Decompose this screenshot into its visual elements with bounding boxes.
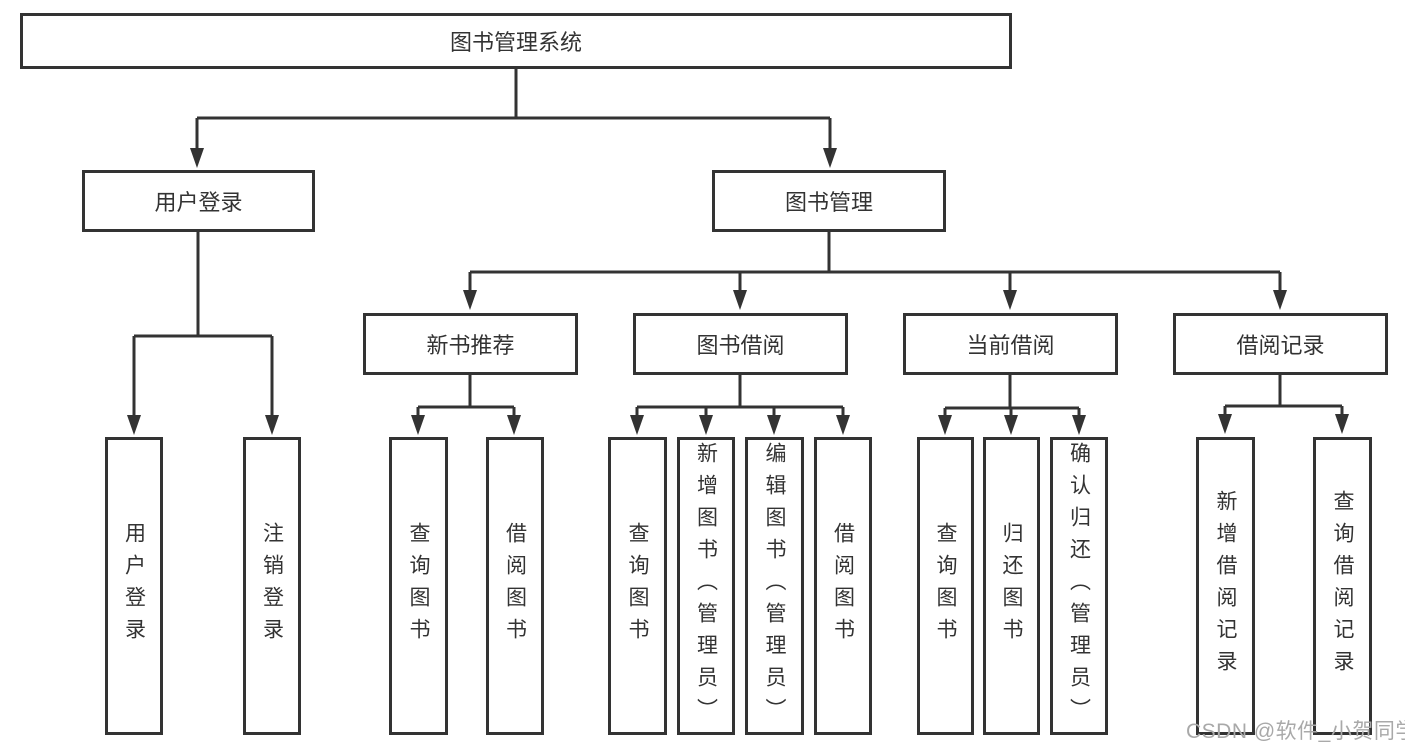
leaf-label: 查询借阅记录 <box>1331 490 1354 682</box>
connector-current-children <box>938 375 1086 435</box>
node-new-books: 新书推荐 <box>363 313 578 375</box>
connector-root-to-branches <box>190 69 837 168</box>
node-user-login: 用户登录 <box>82 170 315 232</box>
leaf-user-login: 用户登录 <box>105 437 163 735</box>
leaf-label: 新增借阅记录 <box>1214 490 1237 682</box>
leaf-query-books-2: 查询图书 <box>608 437 667 735</box>
leaf-label: 借阅图书 <box>831 522 855 650</box>
leaf-query-books-1: 查询图书 <box>389 437 448 735</box>
csdn-watermark: CSDN @软件_小贺同学 <box>1186 720 1405 743</box>
leaf-label: 查询图书 <box>407 522 430 650</box>
leaf-label: 借阅图书 <box>503 522 527 650</box>
leaf-label: 用户登录 <box>122 522 146 650</box>
leaf-return-books: 归还图书 <box>983 437 1040 735</box>
connector-records-children <box>1218 375 1349 434</box>
leaf-label: 注销登录 <box>260 522 284 650</box>
leaf-label: 新增图书（管理员） <box>694 442 718 730</box>
node-book-mgmt: 图书管理 <box>712 170 946 232</box>
leaf-confirm-return-admin: 确认归还（管理员） <box>1050 437 1108 735</box>
leaf-label: 查询图书 <box>934 522 957 650</box>
leaf-label: 确认归还（管理员） <box>1067 442 1091 730</box>
leaf-label: 归还图书 <box>1000 522 1023 650</box>
connector-new-books-children <box>411 375 521 435</box>
node-borrowing-records-label: 借阅记录 <box>1236 333 1325 358</box>
node-new-books-label: 新书推荐 <box>426 333 515 358</box>
node-current-borrowing: 当前借阅 <box>903 313 1118 375</box>
leaf-logout: 注销登录 <box>243 437 301 735</box>
leaf-borrow-books-1: 借阅图书 <box>486 437 544 735</box>
node-book-borrowing-label: 图书借阅 <box>696 333 785 358</box>
leaf-query-borrow-record: 查询借阅记录 <box>1313 437 1372 735</box>
leaf-add-books-admin: 新增图书（管理员） <box>677 437 735 735</box>
leaf-edit-books-admin: 编辑图书（管理员） <box>745 437 804 735</box>
node-borrowing-records: 借阅记录 <box>1173 313 1388 375</box>
leaf-query-books-3: 查询图书 <box>917 437 974 735</box>
leaf-label: 编辑图书（管理员） <box>763 442 786 730</box>
connector-user-login-children <box>127 232 279 435</box>
leaf-add-borrow-record: 新增借阅记录 <box>1196 437 1255 735</box>
node-user-login-label: 用户登录 <box>154 190 243 215</box>
connector-borrowing-children <box>630 375 850 435</box>
node-root-label: 图书管理系统 <box>449 30 582 55</box>
leaf-borrow-books-2: 借阅图书 <box>814 437 872 735</box>
node-current-borrowing-label: 当前借阅 <box>966 333 1055 358</box>
leaf-label: 查询图书 <box>626 522 649 650</box>
node-book-mgmt-label: 图书管理 <box>784 190 873 215</box>
connector-book-mgmt-sections <box>463 232 1287 310</box>
node-root-system: 图书管理系统 <box>20 13 1012 69</box>
node-book-borrowing: 图书借阅 <box>633 313 848 375</box>
